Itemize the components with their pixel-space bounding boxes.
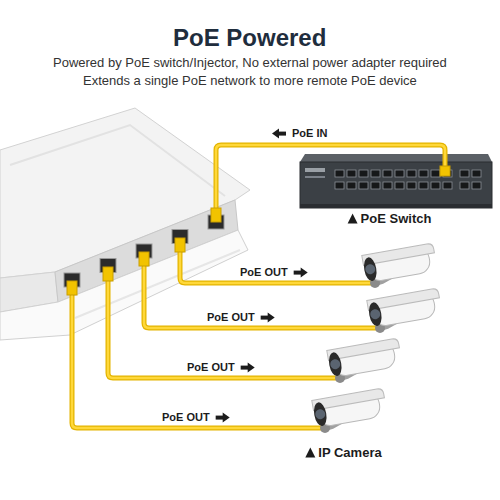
switch-port xyxy=(407,182,416,189)
subtitle: Powered by PoE switch/Injector, No exter… xyxy=(51,55,449,71)
switch-port xyxy=(419,182,428,189)
switch-port xyxy=(383,182,392,189)
switch-port xyxy=(407,170,416,177)
rj45-plug xyxy=(211,208,221,222)
rj45-plugs xyxy=(67,166,450,295)
switch-port xyxy=(460,182,469,189)
switch-port xyxy=(383,170,392,177)
rj45-plug xyxy=(175,238,185,252)
direction-arrow xyxy=(294,268,308,278)
camera-lens xyxy=(367,301,383,327)
rj45-plug xyxy=(440,166,450,176)
ip-camera xyxy=(362,243,438,288)
switch-node: PoE Switch xyxy=(300,154,492,227)
rj45-plug xyxy=(103,267,113,281)
switch-top xyxy=(300,154,492,162)
switch-front xyxy=(300,162,492,208)
ethernet-cable xyxy=(72,296,325,428)
pointer-triangle xyxy=(348,214,358,224)
switch-logo xyxy=(305,168,325,172)
arrow-shaft xyxy=(261,316,269,320)
ethernet-cable xyxy=(180,252,375,283)
switch-port xyxy=(347,182,356,189)
switch-port xyxy=(335,182,344,189)
switch-port xyxy=(472,182,481,189)
camera-node: IP Camera xyxy=(285,386,415,461)
rj45-plug xyxy=(139,252,149,266)
switch-port xyxy=(395,182,404,189)
arrow-head xyxy=(272,129,279,139)
switch-port xyxy=(443,182,452,189)
switch-port xyxy=(347,170,356,177)
switch-ports xyxy=(335,170,481,189)
switch-port xyxy=(419,170,428,177)
title: PoE Powered xyxy=(173,24,326,53)
port-label: PoE IN xyxy=(290,127,329,140)
arrow-shaft xyxy=(294,271,302,275)
arrow-head xyxy=(301,268,308,278)
housing-seam xyxy=(10,125,225,196)
direction-arrow xyxy=(272,129,286,139)
switch-port xyxy=(359,170,368,177)
switch-port xyxy=(472,170,481,177)
camera-body xyxy=(362,243,438,283)
subtitle: Extends a single PoE network to more rem… xyxy=(81,73,419,89)
switch-port xyxy=(335,170,344,177)
switch-port xyxy=(395,170,404,177)
ethernet-cable xyxy=(144,267,380,328)
switch-port xyxy=(371,182,380,189)
camera-lens xyxy=(362,256,378,282)
arrow-head xyxy=(268,313,275,323)
extender-housing xyxy=(0,108,250,340)
camera-body xyxy=(312,388,388,428)
port-label: PoE OUT xyxy=(205,311,257,324)
arrow-shaft xyxy=(241,366,249,370)
ethernet-cable xyxy=(72,296,325,428)
text-symbols xyxy=(216,129,358,458)
switch-logo xyxy=(305,176,325,178)
ethernet-cable xyxy=(180,252,375,283)
device-name: PoE Switch xyxy=(300,211,492,227)
poe-switch xyxy=(300,154,492,208)
port-label: PoE OUT xyxy=(160,411,212,424)
arrow-shaft xyxy=(216,416,224,420)
cable-outlines xyxy=(72,145,445,428)
camera-lens xyxy=(327,351,343,377)
ip-camera xyxy=(367,288,443,333)
device-name: IP Camera xyxy=(285,445,415,461)
switch-port xyxy=(371,170,380,177)
rj45-plug xyxy=(67,281,77,295)
camera-body xyxy=(367,288,443,328)
ip-camera xyxy=(327,338,403,383)
direction-arrow xyxy=(241,363,255,373)
switch-port xyxy=(431,182,440,189)
ip-camera xyxy=(312,388,388,433)
switch-port xyxy=(460,170,469,177)
camera-lens xyxy=(369,308,381,320)
cable-highlights xyxy=(72,145,445,428)
arrow-head xyxy=(248,363,255,373)
camera-lens xyxy=(329,358,341,370)
switch-port xyxy=(431,170,440,177)
ethernet-cable xyxy=(216,145,445,212)
direction-arrow xyxy=(261,313,275,323)
port-label: PoE OUT xyxy=(238,266,290,279)
arrow-shaft xyxy=(278,132,286,136)
camera-lens xyxy=(364,263,376,275)
camera-lens xyxy=(312,401,328,427)
switch-base xyxy=(300,204,492,208)
port-label: PoE OUT xyxy=(185,361,237,374)
pointer-triangle xyxy=(305,448,315,458)
camera-lens xyxy=(314,408,326,420)
direction-arrow xyxy=(216,413,230,423)
ethernet-cable xyxy=(216,145,445,212)
arrow-head xyxy=(223,413,230,423)
ethernet-cable xyxy=(108,281,340,378)
camera-body xyxy=(327,338,403,378)
switch-port xyxy=(359,182,368,189)
